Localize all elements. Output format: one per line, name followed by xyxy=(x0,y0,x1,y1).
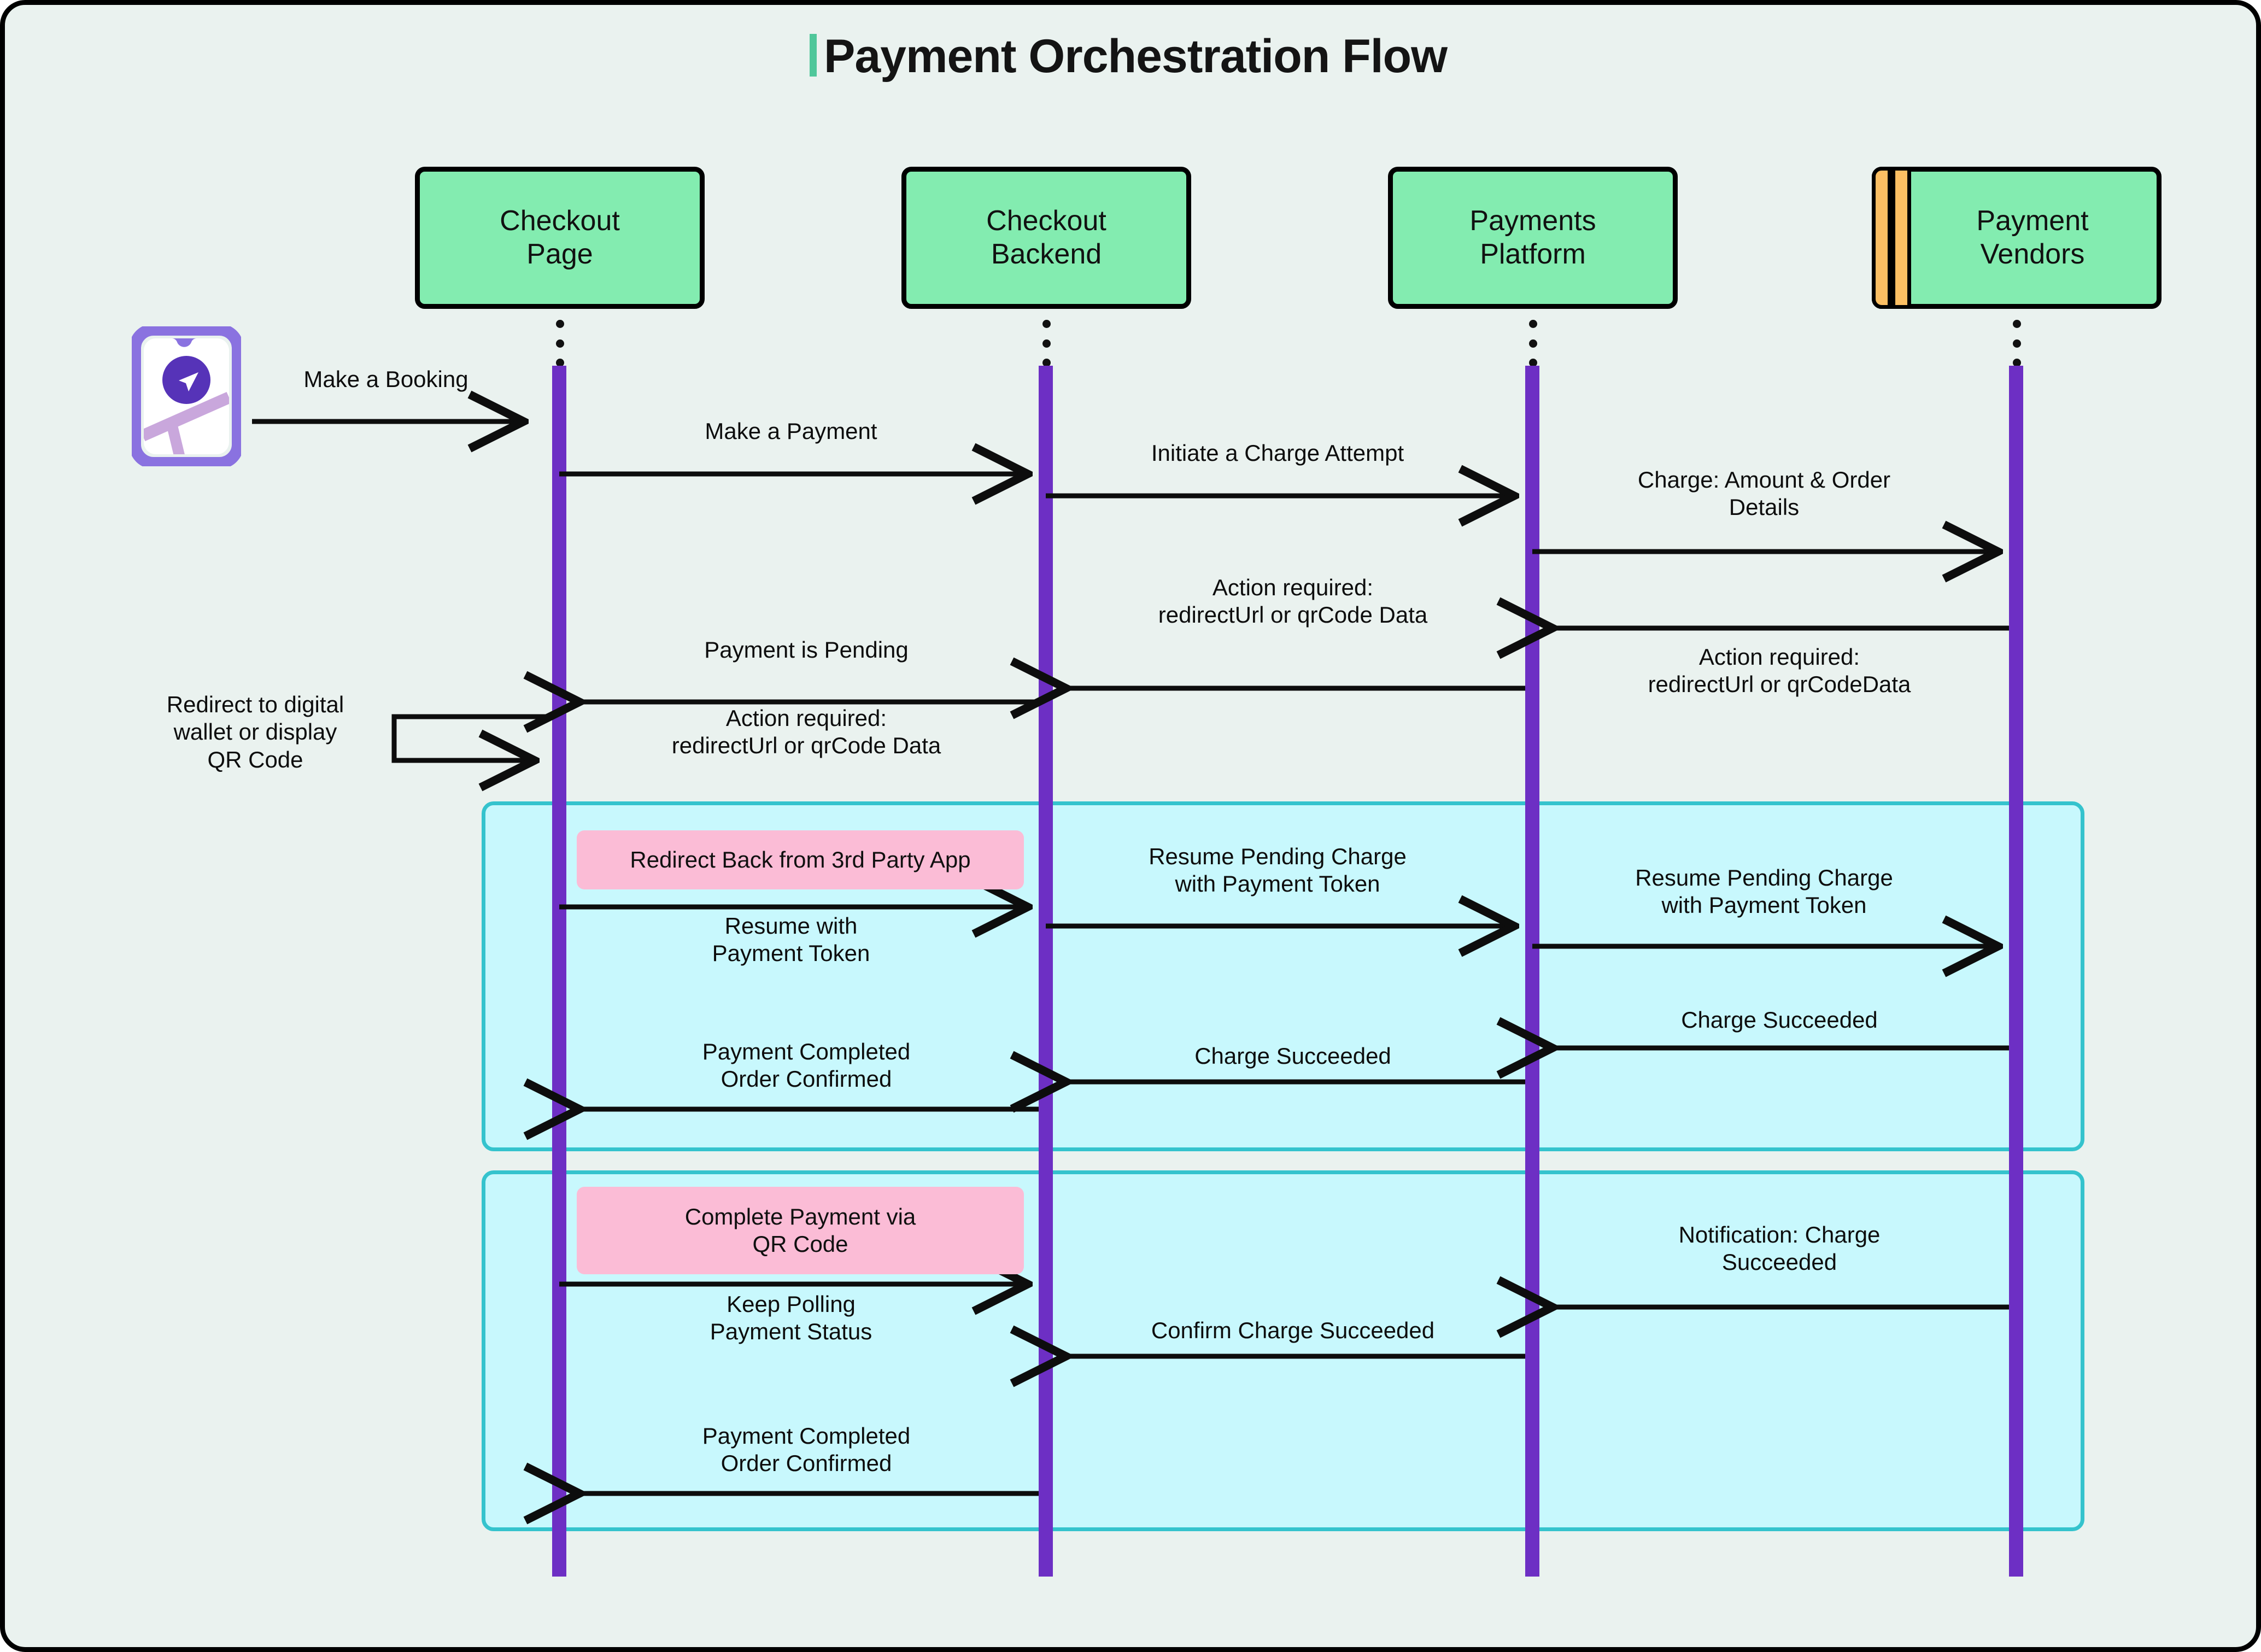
message-label-redirect-digital-wallet: Redirect to digital wallet or display QR… xyxy=(166,692,344,772)
message-label-action-required-vendor: Action required: redirectUrl or qrCodeDa… xyxy=(1648,644,1911,698)
title-accent-bar xyxy=(809,34,817,77)
participant-payment-vendors[interactable]: Payment Vendors xyxy=(1872,167,2162,309)
message-label-charge-amount-order-details: Charge: Amount & Order Details xyxy=(1637,467,1891,520)
vendor-stack-stripe-2 xyxy=(1891,167,1911,309)
activation-payments-platform xyxy=(1525,366,1539,1577)
message-label-action-required-platform: Action required: redirectUrl or qrCode D… xyxy=(1158,575,1428,628)
participant-label-line2: Page xyxy=(526,238,593,270)
message-label-resume-pending-charge-backend: Resume Pending Charge with Payment Token xyxy=(1149,843,1407,897)
message-label-make-a-booking: Make a Booking xyxy=(303,366,468,392)
participant-checkout-backend[interactable]: Checkout Backend xyxy=(901,167,1191,309)
participant-label-line2: Platform xyxy=(1480,238,1586,270)
message-label-charge-succeeded-vendor: Charge Succeeded xyxy=(1681,1007,1878,1033)
participant-label-line1: Checkout xyxy=(986,204,1106,237)
message-label-notification-charge-succeeded: Notification: Charge Succeeded xyxy=(1678,1222,1881,1275)
vendor-stack-stripe-1 xyxy=(1872,167,1891,309)
participant-label-line1: Payments xyxy=(1469,204,1596,237)
arrow-layer xyxy=(252,5,2009,1652)
mobile-map-app-icon xyxy=(129,324,244,469)
message-label-make-a-payment: Make a Payment xyxy=(705,418,877,444)
message-label-resume-pending-charge-platform: Resume Pending Charge with Payment Token xyxy=(1635,865,1893,918)
page-title: Payment Orchestration Flow xyxy=(5,30,2256,84)
participant-checkout-page[interactable]: Checkout Page xyxy=(415,167,705,309)
message-label-payment-completed-order-confirmed-2: Payment Completed Order Confirmed xyxy=(702,1423,911,1477)
message-label-confirm-charge-succeeded: Confirm Charge Succeeded xyxy=(1151,1317,1435,1343)
participant-label-line2: Backend xyxy=(991,238,1102,270)
participant-payments-platform[interactable]: Payments Platform xyxy=(1388,167,1678,309)
message-label-initiate-charge-attempt: Initiate a Charge Attempt xyxy=(1151,440,1404,466)
lifeline-dots-payment-vendors xyxy=(2012,320,2022,367)
activation-checkout-page xyxy=(552,366,566,1577)
message-label-resume-with-payment-token: Resume with Payment Token xyxy=(712,913,870,966)
participant-label-line1: Checkout xyxy=(500,204,620,237)
activation-payment-vendors xyxy=(2009,366,2023,1577)
lifeline-dots-checkout-page xyxy=(555,320,565,367)
note-redirect-back-from-3rd-party-app: Redirect Back from 3rd Party App xyxy=(577,830,1024,889)
lifeline-dots-payments-platform xyxy=(1528,320,1538,367)
message-label-keep-polling-payment-status: Keep Polling Payment Status xyxy=(710,1291,872,1345)
message-label-payment-completed-order-confirmed-1: Payment Completed Order Confirmed xyxy=(702,1039,911,1092)
message-label-charge-succeeded-platform: Charge Succeeded xyxy=(1194,1043,1391,1069)
note-complete-payment-via-qr-code: Complete Payment via QR Code xyxy=(577,1187,1024,1274)
lifeline-dots-checkout-backend xyxy=(1041,320,1051,367)
participant-label-line2: Vendors xyxy=(1980,238,2085,270)
message-label-payment-is-pending: Payment is Pending xyxy=(704,637,909,663)
participant-label-line1: Payment xyxy=(1976,204,2089,237)
title-text: Payment Orchestration Flow xyxy=(823,30,1448,83)
message-label-action-required-page: Action required: redirectUrl or qrCode D… xyxy=(671,705,941,759)
